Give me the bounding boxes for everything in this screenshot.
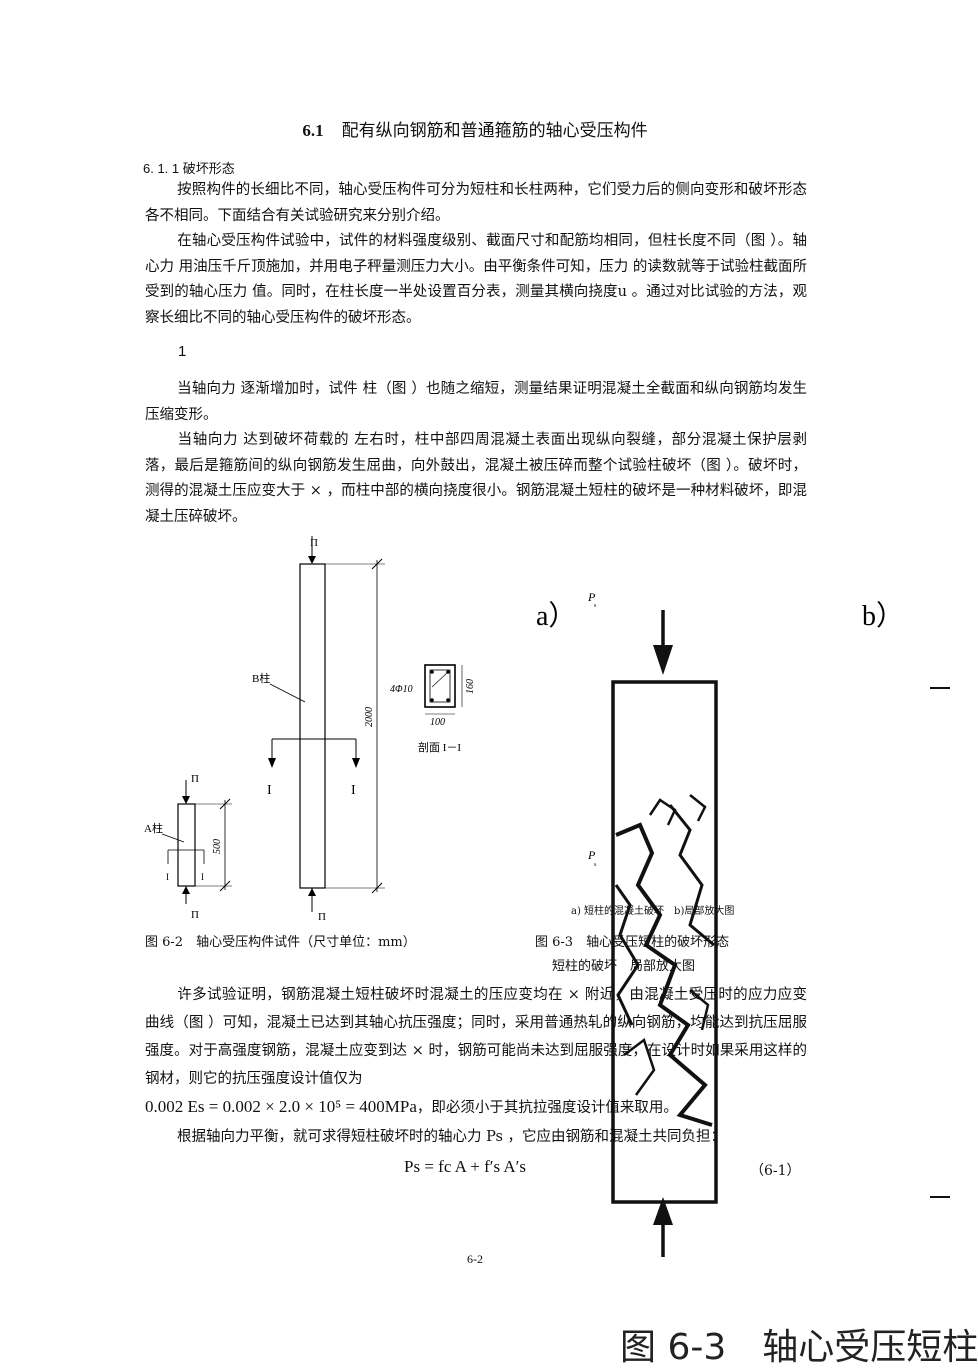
paragraph-4-text: 当轴向力 达到破坏荷载的 左右时，柱中部四周混凝土表面出现纵向裂缝，部分混凝土保…: [145, 432, 807, 525]
arrowhead-top-a: [182, 796, 190, 804]
section-heading: 6.1 配有纵向钢筋和普通箍筋的轴心受压构件: [0, 116, 950, 141]
arrowhead-bottom-a: [182, 886, 190, 894]
figure-6-2-drawing: Π 2000 B柱 I I Π 4Φ10 160 100 剖面 I－I Π 50…: [144, 536, 476, 923]
load-symbol-bottom-a: Π: [191, 909, 199, 921]
panel-b-label: b）: [862, 600, 904, 632]
rebar-3: [430, 698, 434, 702]
figure-6-2-caption: 图 6-2 轴心受压构件试件（尺寸单位：mm）: [145, 935, 416, 950]
paragraph-5-tail: ，即必须小于其抗拉强度设计值来取用。: [416, 1100, 678, 1116]
paragraph-2: 在轴心受压构件试验中，试件的材料强度级别、截面尺寸和配筋均相同，但柱长度不同（图…: [145, 229, 807, 331]
label-a-column: A柱: [144, 821, 163, 835]
section-arrow-right: [352, 758, 360, 768]
figure-6-3-large-caption: 图 6-3 轴心受压短柱: [620, 1327, 978, 1368]
cross-section-outline: [424, 664, 456, 708]
arrowhead-top: [653, 645, 673, 675]
figure-6-3-drawing: a） b） P s P s: [536, 590, 950, 1257]
section-caption: 剖面 I－I: [418, 740, 461, 754]
paragraph-1-text: 按照构件的长细比不同，轴心受压构件可分为短柱和长柱两种，它们受力后的侧向变形和破…: [145, 182, 807, 224]
column-a: [177, 803, 196, 887]
paragraph-6-text: 根据轴向力平衡，就可求得短柱破坏时的轴心力 Ps ，它应由钢筋和混凝土共同负担：: [177, 1129, 726, 1145]
paragraph-2-text: 在轴心受压构件试验中，试件的材料强度级别、截面尺寸和配筋均相同，但柱长度不同（图…: [145, 233, 807, 326]
section-mark-left: I: [267, 783, 272, 798]
dim-width: 100: [430, 717, 445, 728]
figure-6-3-inner-caption: a) 短柱的混凝土破坏 b)局部放大图: [571, 906, 735, 917]
paragraph-4: 当轴向力 达到破坏荷载的 左右时，柱中部四周混凝土表面出现纵向裂缝，部分混凝土保…: [145, 428, 807, 530]
heading-number: 6.1: [302, 121, 324, 140]
rebar-1: [430, 670, 434, 674]
section-mark-right-a: I: [201, 872, 204, 882]
rebar-label: 4Φ10: [390, 684, 413, 695]
dim-length-b: 2000: [364, 707, 375, 727]
subsection-marker: 1: [178, 343, 187, 360]
spall-upper: [648, 794, 707, 826]
paragraph-3: 当轴向力 逐渐增加时，试件 柱（图 ）也随之缩短，测量结果证明混凝土全截面和纵向…: [145, 377, 807, 428]
steel-stress-formula: 0.002 Es = 0.002 × 2.0 × 10⁵ = 400MPa: [145, 1097, 417, 1116]
figure-6-3-caption: 图 6-3 轴心受压短柱的破坏形态: [535, 935, 730, 950]
dim-length-a: 500: [212, 839, 223, 854]
dim-tick-bottom-a: [219, 880, 231, 892]
load-symbol-bottom-b: Π: [318, 911, 326, 923]
paragraph-5-text: 许多试验证明，钢筋混凝土短柱破坏时混凝土的压应变均在 × 附近，由混凝土受压时的…: [145, 987, 807, 1087]
load-label-top: P: [587, 590, 596, 604]
arrowhead-bottom-b: [308, 888, 316, 896]
leader-b: [269, 683, 306, 703]
leader-a: [161, 833, 185, 843]
load-sub-top: s: [594, 603, 597, 609]
dim-tick-top-a: [219, 798, 231, 810]
panel-a-label: a）: [536, 600, 576, 632]
heading-text: 配有纵向钢筋和普通箍筋的轴心受压构件: [341, 121, 648, 141]
page-number: 6-2: [467, 1252, 483, 1266]
paragraph-5: 许多试验证明，钢筋混凝土短柱破坏时混凝土的压应变均在 × 附近，由混凝土受压时的…: [145, 981, 807, 1122]
cross-section-stirrup: [429, 669, 451, 703]
paragraph-3-text: 当轴向力 逐渐增加时，试件 柱（图 ）也随之缩短，测量结果证明混凝土全截面和纵向…: [145, 381, 807, 423]
paragraph-1: 按照构件的长细比不同，轴心受压构件可分为短柱和长柱两种，它们受力后的侧向变形和破…: [145, 178, 807, 229]
arrowhead-top-b: [308, 556, 316, 564]
rebar-4: [446, 698, 450, 702]
arrowhead-bottom: [653, 1197, 673, 1225]
load-symbol-top-a: Π: [191, 773, 199, 785]
column-b: [299, 563, 326, 889]
rebar-leader: [431, 671, 449, 688]
equation-6-1: Ps = fc A + f′s A′s: [404, 1157, 527, 1176]
subsection-heading: 6. 1. 1 破坏形态: [143, 161, 235, 176]
label-b-column: B柱: [252, 671, 270, 685]
paragraph-6: 根据轴向力平衡，就可求得短柱破坏时的轴心力 Ps ，它应由钢筋和混凝土共同负担：: [145, 1125, 807, 1151]
crack-main: [615, 822, 713, 1127]
section-mark-left-a: I: [166, 872, 169, 882]
figure-6-3-caption-sub: 短柱的破坏 局部放大图: [552, 959, 696, 974]
load-symbol-top-b: Π: [310, 537, 318, 549]
section-mark-right: I: [351, 783, 356, 798]
load-sub-mid: s: [594, 862, 597, 868]
load-label-mid: P: [587, 848, 596, 862]
section-arrow-left: [268, 758, 276, 768]
dim-tick-bottom-b: [371, 882, 383, 894]
crack-secondary: [668, 804, 715, 947]
equation-number: （6-1）: [750, 1163, 801, 1179]
dim-height: 160: [465, 679, 476, 694]
dim-tick-top-b: [371, 558, 383, 570]
crack-left: [614, 884, 640, 1026]
spall-lower: [623, 989, 710, 1096]
